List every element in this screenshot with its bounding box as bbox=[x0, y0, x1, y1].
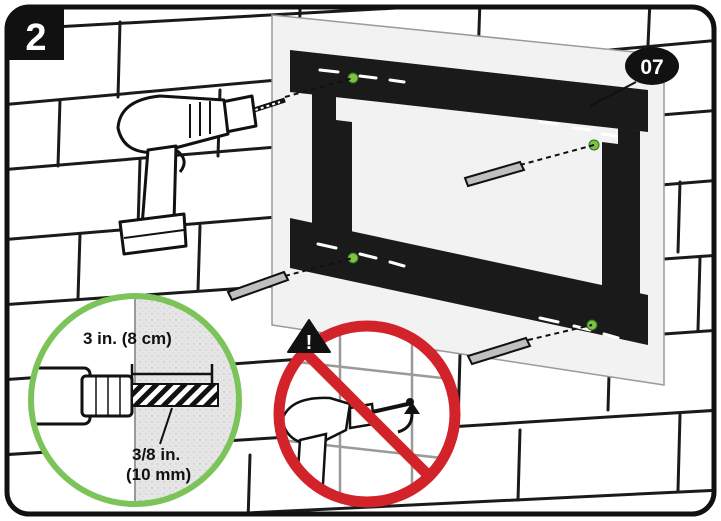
wall-bracket bbox=[290, 50, 648, 345]
wall-anchor-icon bbox=[463, 160, 526, 188]
anchor-point bbox=[347, 72, 359, 84]
prohibition-sign-icon bbox=[273, 320, 461, 508]
depth-label: 3 in. (8 cm) bbox=[83, 329, 172, 348]
warning-triangle-icon: ! bbox=[287, 319, 331, 354]
step-badge: 2 bbox=[7, 7, 64, 60]
warning-symbol: ! bbox=[306, 332, 313, 354]
diameter-label-metric: (10 mm) bbox=[126, 465, 191, 484]
wall-anchor-icon bbox=[226, 270, 290, 302]
part-callout: 07 bbox=[589, 47, 679, 107]
depth-dimension bbox=[130, 364, 214, 384]
insertion-guides bbox=[284, 77, 595, 341]
detail-circle-border bbox=[28, 293, 242, 507]
drill-icon bbox=[116, 94, 286, 256]
part-label: 07 bbox=[640, 56, 663, 79]
diameter-label: 3/8 in. bbox=[132, 445, 180, 464]
incorrect-method-detail bbox=[273, 320, 461, 508]
wall-anchor-icon bbox=[466, 336, 532, 366]
figure-frame bbox=[4, 4, 717, 517]
wall-anchors bbox=[226, 160, 532, 366]
bracket-slots bbox=[316, 68, 620, 340]
rotation-arrow-icon bbox=[397, 402, 420, 434]
step-number: 2 bbox=[25, 17, 46, 59]
anchor-point bbox=[347, 252, 359, 264]
part-badge bbox=[625, 47, 679, 85]
